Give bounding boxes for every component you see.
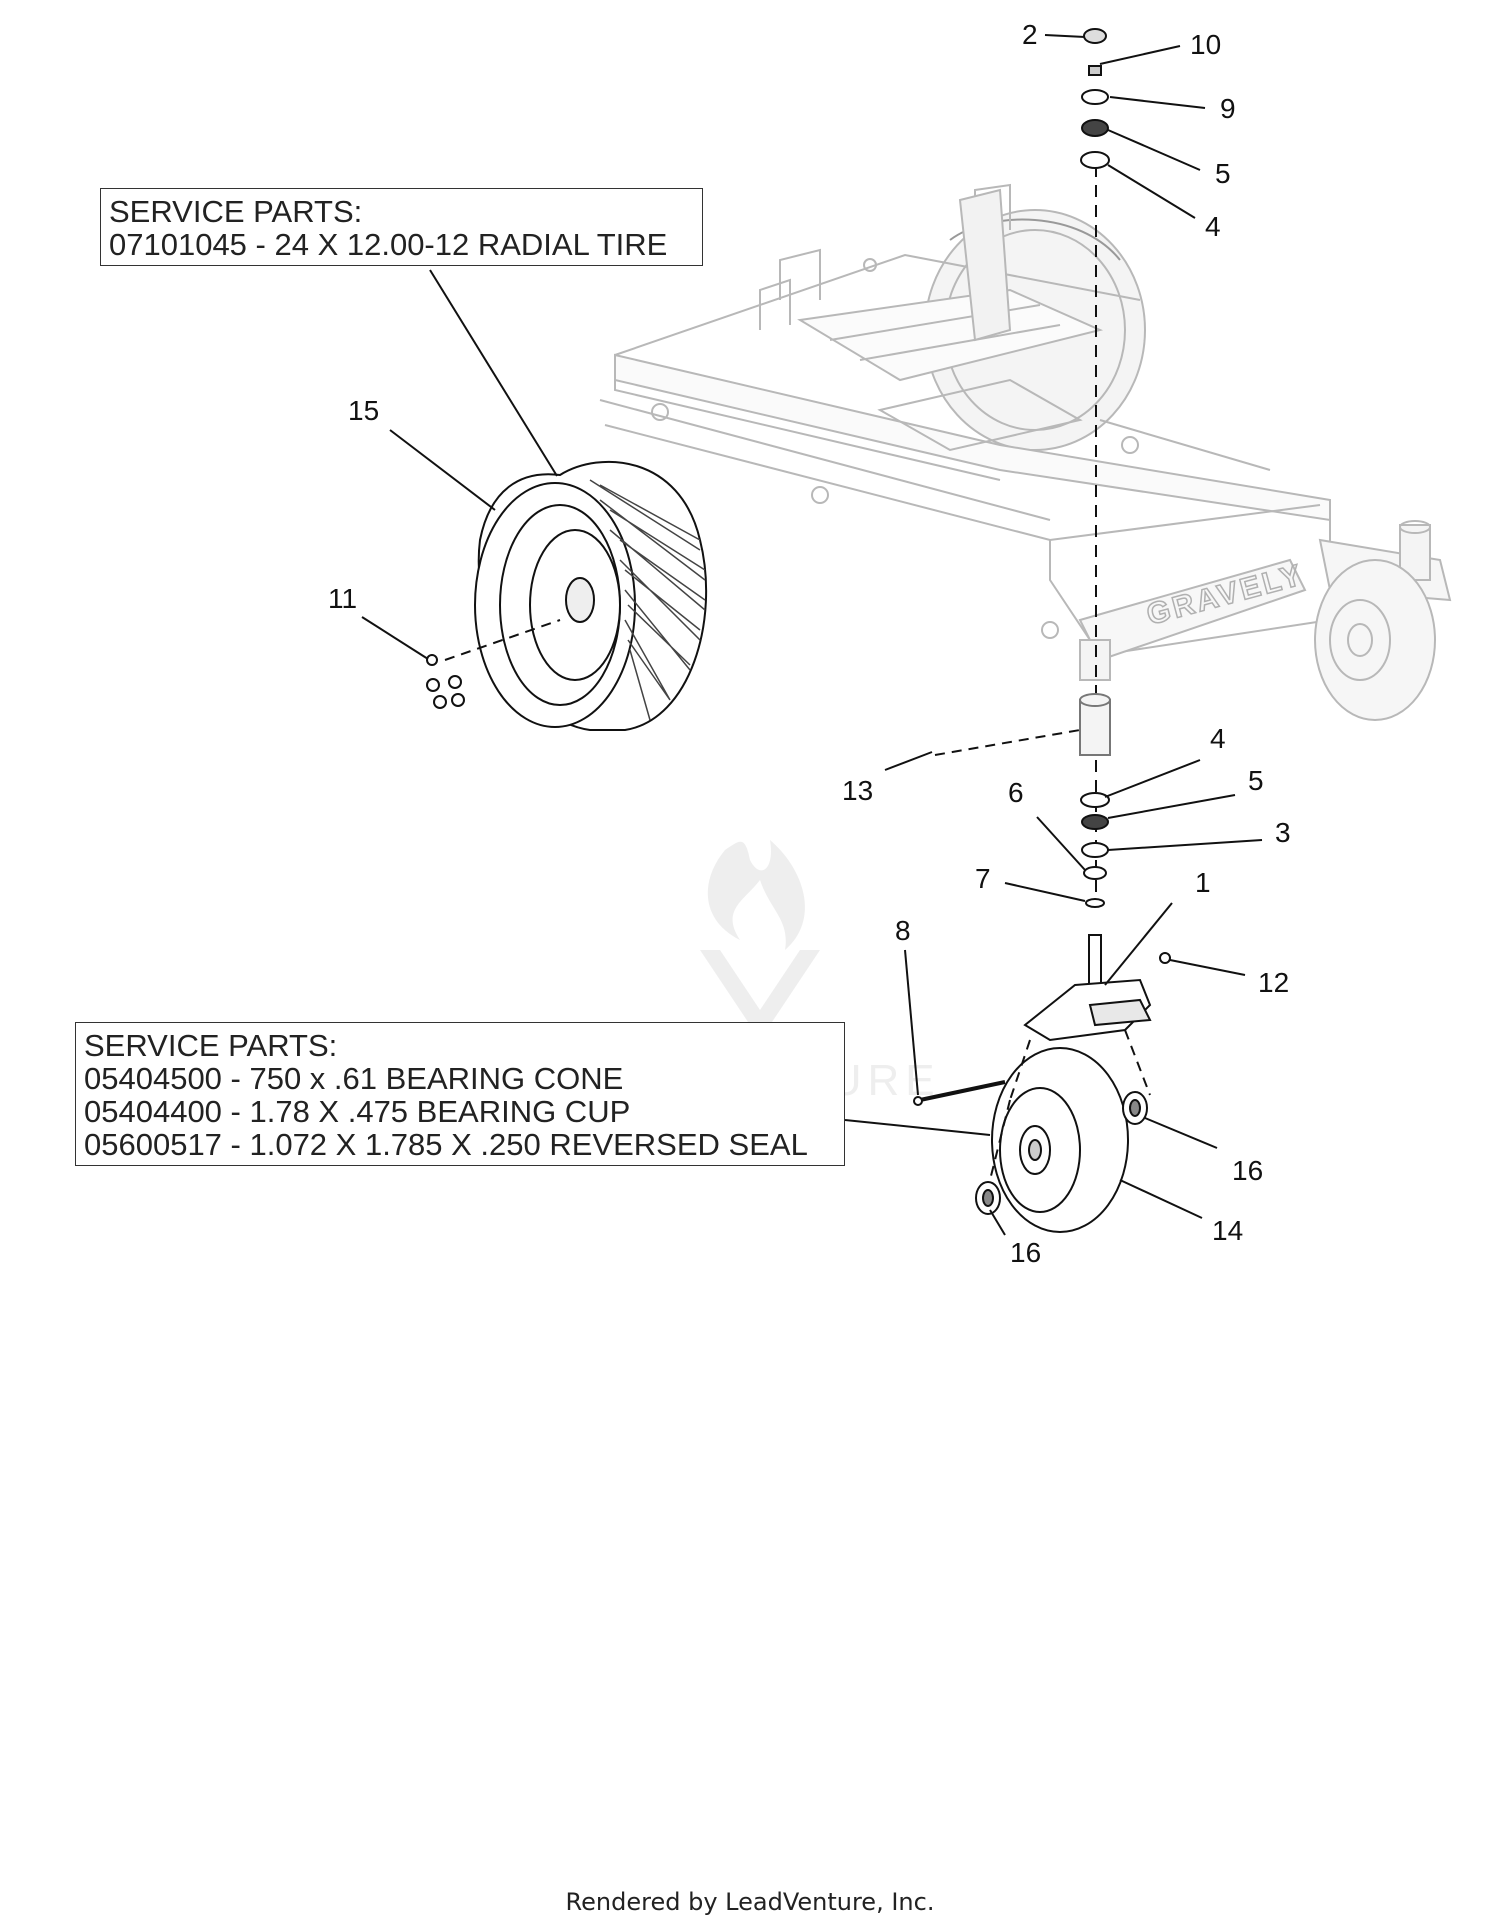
callout-11: 11 [328,583,357,614]
leader-lines [361,34,1263,1236]
callout-5: 5 [1215,158,1231,189]
service-parts-heading: SERVICE PARTS: [84,1028,338,1063]
callout-8: 8 [895,915,911,946]
part-1-fork-stem [1088,934,1102,991]
callout-14: 14 [1212,1215,1243,1246]
part-5-bearing-lower [1081,814,1109,830]
part-13-spacer-tube [1079,699,1111,756]
service-part-line: 05600517 - 1.072 X 1.785 X .250 REVERSED… [84,1127,808,1162]
service-parts-box-tire: SERVICE PARTS: 07101045 - 24 X 12.00-12 … [100,188,703,266]
part-15-rear-tire [474,460,708,731]
callout-12: 12 [1258,967,1289,998]
part-8-axle-bolt [919,1080,1006,1102]
part-10-nut [1088,65,1102,76]
part-3-seal [1081,842,1109,858]
callout-16-left: 16 [1010,1237,1041,1268]
brand-text: GRAVELY [1143,558,1307,632]
callout-numbers: 2 10 9 5 4 15 11 13 4 5 6 3 7 1 8 12 16 … [328,19,1291,1268]
part-11-lug-nuts [426,654,465,709]
part-4-cup-lower [1080,792,1110,808]
part-7-ring [1085,898,1105,908]
service-part-line: 05404500 - 750 x .61 BEARING CONE [84,1061,624,1096]
service-parts-heading: SERVICE PARTS: [109,194,363,229]
callout-16-right: 16 [1232,1155,1263,1186]
caster-dash-lines [934,729,1151,1181]
part-5-bearing [1081,119,1109,137]
service-part-line: 07101045 - 24 X 12.00-12 RADIAL TIRE [109,227,668,262]
lower-hardware-stack [913,693,1171,1233]
callout-2: 2 [1022,19,1038,50]
callout-3: 3 [1275,817,1291,848]
callout-10: 10 [1190,29,1221,60]
callout-9: 9 [1220,93,1236,124]
callout-6: 6 [1008,777,1024,808]
callout-13: 13 [842,775,873,806]
part-4-cup [1080,151,1110,169]
part-1-caster-fork [1023,978,1152,1042]
callout-15: 15 [348,395,379,426]
lug-dash-line [444,619,561,661]
part-12-grease-fitting [1159,952,1171,964]
part-2-cap [1083,28,1107,44]
callout-1: 1 [1195,867,1211,898]
mower-frame: GRAVELY [599,183,1452,721]
part-9-washer [1081,89,1109,105]
callout-5-lower: 5 [1248,765,1264,796]
service-part-line: 05404400 - 1.78 X .475 BEARING CUP [84,1094,631,1129]
upper-hardware-stack [1080,28,1110,169]
part-6-clip [1083,866,1107,880]
callout-4-lower: 4 [1210,723,1226,754]
callout-4: 4 [1205,211,1221,242]
callout-7: 7 [975,863,991,894]
service-parts-box-caster: SERVICE PARTS: 05404500 - 750 x .61 BEAR… [75,1022,845,1166]
render-credit-footer: Rendered by LeadVenture, Inc. [565,1888,935,1916]
